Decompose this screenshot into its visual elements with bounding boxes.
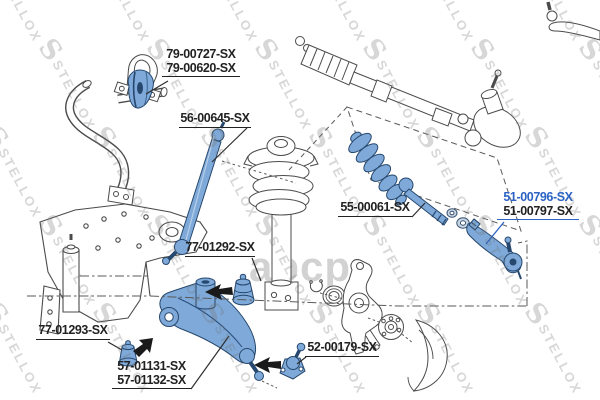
part-label-79: 79-00727-SX 79-00620-SX	[162, 47, 240, 77]
dashed-assembly-box	[346, 106, 522, 232]
arrow-to-rear-bushing	[205, 284, 233, 300]
knuckle-assembly	[309, 259, 448, 392]
stabilizer-link	[162, 121, 226, 265]
part-label-77292: 77-01292-SX	[185, 240, 255, 257]
part-label-51: 51-00796-SX 51-00797-SX	[497, 190, 579, 220]
pointer-arrows	[133, 284, 281, 373]
inner-tie-rod	[398, 177, 449, 226]
part-number: 79-00620-SX	[166, 60, 236, 75]
part-number: 55-00061-SX	[340, 200, 410, 214]
part-number: 56-00645-SX	[180, 111, 250, 125]
subframe	[39, 203, 208, 335]
arrow-to-ball-joint	[254, 357, 281, 373]
part-number: 77-01292-SX	[185, 240, 255, 254]
part-number: 57-01131-SX	[117, 359, 186, 373]
part-number: 79-00727-SX	[166, 47, 236, 61]
stabilizer-bushing	[127, 69, 154, 109]
part-label-57: 57-01131-SX 57-01132-SX	[112, 359, 191, 389]
control-arm	[159, 277, 264, 381]
snap-ring	[309, 281, 323, 293]
part-label-55: 55-00061-SX	[338, 200, 412, 217]
part-label-56: 56-00645-SX	[179, 111, 251, 128]
site-watermark: abcp	[249, 243, 352, 290]
part-label-52: 52-00179-SX	[305, 340, 379, 357]
part-number: 57-01132-SX	[117, 372, 186, 387]
strut-assembly	[243, 136, 319, 311]
tie-rod-upper-right	[546, 1, 600, 41]
bushing-front	[118, 340, 138, 367]
steering-rack-boot	[348, 131, 407, 206]
part-number-highlighted-link[interactable]: 51-00796-SX	[503, 190, 573, 204]
part-number: 51-00797-SX	[503, 203, 573, 218]
outer-tie-rod-end	[466, 218, 523, 280]
part-label-77293: 77-01293-SX	[36, 323, 110, 340]
brake-dust-shield	[412, 319, 448, 392]
part-number: 77-01293-SX	[38, 323, 108, 337]
steering-rack	[295, 36, 521, 148]
part-number: 52-00179-SX	[307, 340, 377, 354]
washers	[446, 208, 470, 229]
leader-lines	[107, 80, 505, 390]
arrow-to-front-bushing	[133, 338, 153, 357]
reference-lines	[27, 106, 528, 389]
